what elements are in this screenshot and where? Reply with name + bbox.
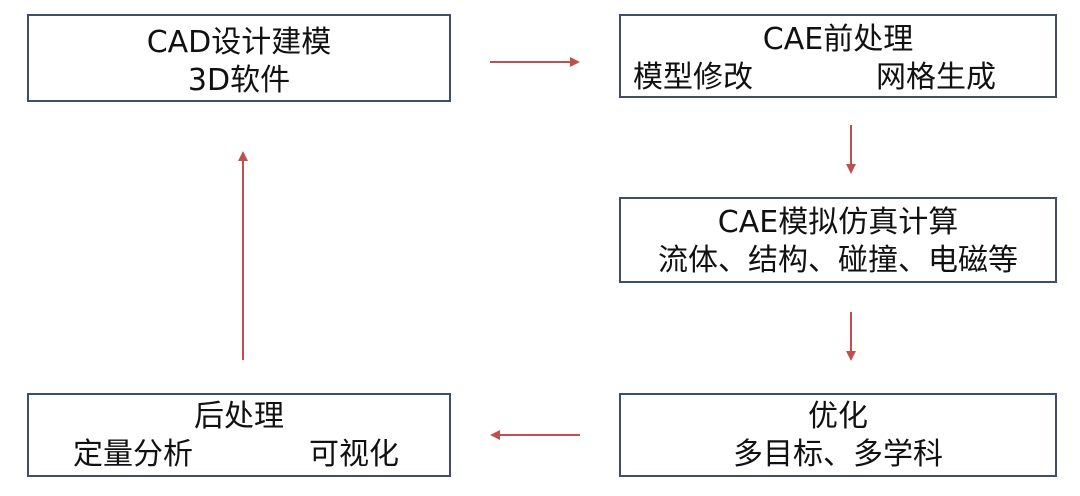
visualization-label: 可视化 <box>309 437 399 472</box>
optimization-title: 优化 <box>808 399 868 434</box>
cad-modeling-title: CAD设计建模 <box>146 25 332 60</box>
postprocessing-box: 后处理 定量分析 可视化 <box>27 393 451 477</box>
postprocessing-title: 后处理 <box>194 399 284 434</box>
mesh-generation-label: 网格生成 <box>876 60 996 95</box>
model-modify-label: 模型修改 <box>633 60 753 95</box>
cae-preprocessing-title: CAE前处理 <box>762 22 914 57</box>
optimization-box: 优化 多目标、多学科 <box>619 393 1057 477</box>
cad-modeling-box: CAD设计建模 3D软件 <box>27 14 451 102</box>
cad-modeling-subtitle: 3D软件 <box>187 63 291 98</box>
cae-preprocessing-box: CAE前处理 模型修改 网格生成 <box>619 14 1057 98</box>
cae-simulation-title: CAE模拟仿真计算 <box>717 205 959 240</box>
cae-simulation-subtitle: 流体、结构、碰撞、电磁等 <box>658 243 1018 278</box>
quantitative-analysis-label: 定量分析 <box>73 437 193 472</box>
optimization-subtitle: 多目标、多学科 <box>733 437 943 472</box>
cae-simulation-box: CAE模拟仿真计算 流体、结构、碰撞、电磁等 <box>619 197 1057 283</box>
